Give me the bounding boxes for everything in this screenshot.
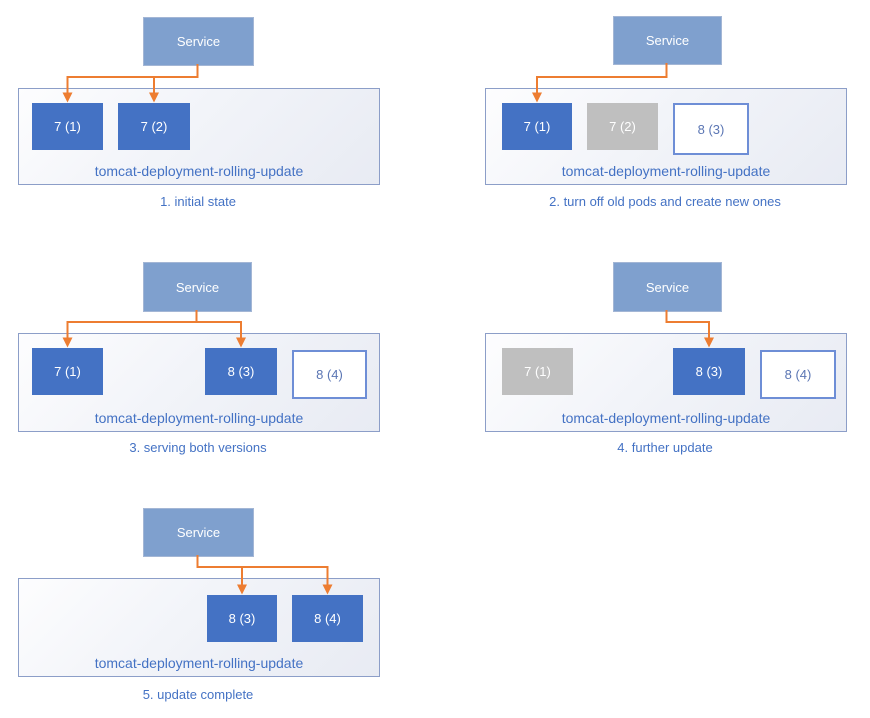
pod-7-1: 7 (1) [32,348,103,395]
pod-7-1: 7 (1) [502,103,572,150]
pod-label: 8 (3) [697,121,725,137]
pod-8-4: 8 (4) [292,350,367,399]
deployment-label: tomcat-deployment-rolling-update [94,655,304,671]
pod-label: 7 (1) [524,364,551,379]
service-label: Service [645,33,690,48]
pod-label: 7 (1) [54,119,81,134]
deployment-label: tomcat-deployment-rolling-update [94,410,304,426]
pod-label: 8 (3) [228,611,256,626]
pod-7-2: 7 (2) [587,103,658,150]
pod-label: 7 (2) [140,119,168,134]
pod-7-2: 7 (2) [118,103,190,150]
service-label: Service [175,279,220,295]
pod-8-4: 8 (4) [292,595,363,642]
service-label: Service [645,279,690,295]
service-box: Service [143,17,254,66]
pod-label: 7 (2) [609,119,636,134]
pod-8-3: 8 (3) [673,348,745,395]
pod-8-4: 8 (4) [760,350,836,399]
pod-8-3: 8 (3) [205,348,277,395]
pod-label: 8 (4) [784,367,812,382]
pod-7-1: 7 (1) [502,348,573,395]
pod-8-3: 8 (3) [207,595,277,642]
step-caption: 2. turn off old pods and create new ones [549,194,781,209]
service-box: Service [143,508,254,557]
service-box: Service [613,262,722,312]
pod-label: 8 (4) [316,367,343,382]
step-caption: 3. serving both versions [129,440,267,455]
deployment-label: tomcat-deployment-rolling-update [561,410,771,426]
deployment-label: tomcat-deployment-rolling-update [94,163,304,179]
pod-8-3: 8 (3) [673,103,749,155]
pod-7-1: 7 (1) [32,103,103,150]
step-caption: 4. further update [617,440,713,455]
service-label: Service [176,525,221,540]
service-box: Service [143,262,252,312]
step-caption: 1. initial state [160,194,236,209]
pod-label: 8 (3) [695,364,723,379]
service-box: Service [613,16,722,65]
pod-label: 8 (4) [314,611,341,626]
pod-label: 8 (3) [227,364,255,379]
pod-label: 7 (1) [54,364,81,379]
pod-label: 7 (1) [523,119,551,134]
step-caption: 5. update complete [142,687,254,702]
deployment-label: tomcat-deployment-rolling-update [561,163,771,179]
service-label: Service [176,34,221,49]
